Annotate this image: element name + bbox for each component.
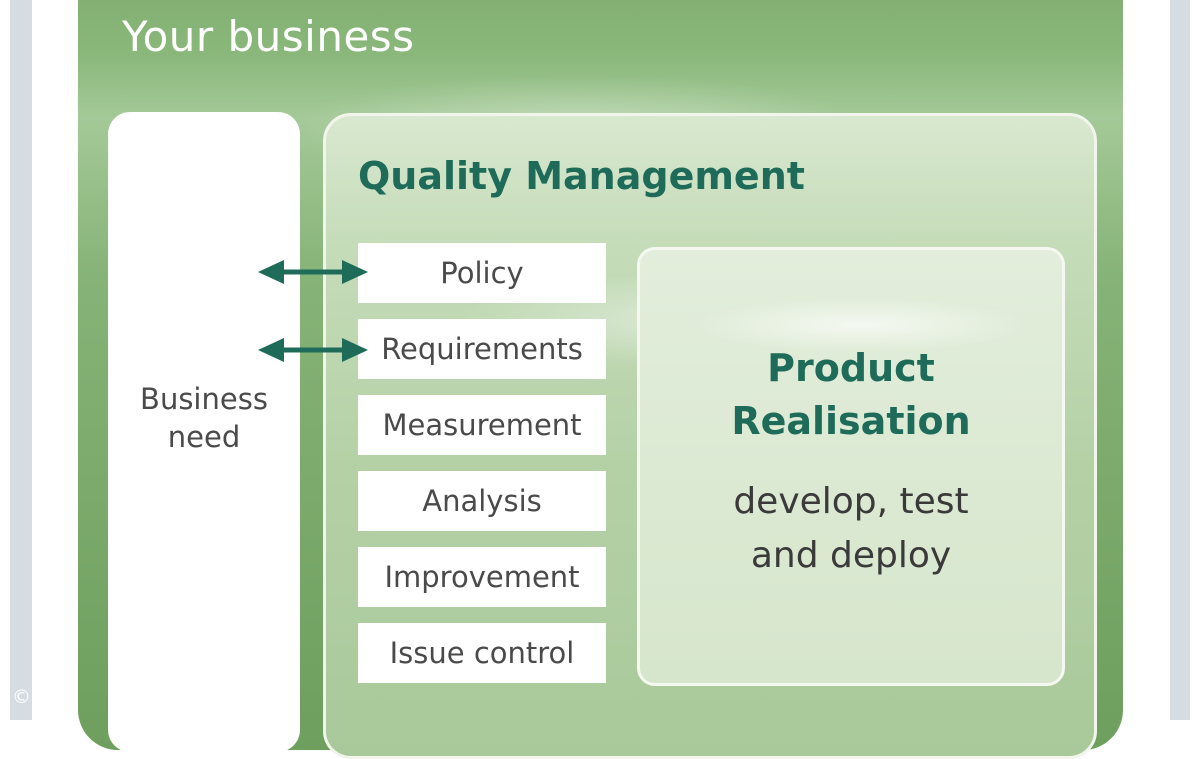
business-title: Your business bbox=[122, 12, 415, 61]
product-realisation-title: Product Realisation bbox=[731, 346, 971, 443]
right-side-strip bbox=[1170, 0, 1190, 720]
product-realisation-box: Product Realisation develop, test and de… bbox=[637, 247, 1065, 686]
business-need-label: Business need bbox=[140, 382, 268, 454]
qm-item-measurement: Measurement bbox=[358, 395, 606, 455]
qm-item-policy: Policy bbox=[358, 243, 606, 303]
product-realisation-subtitle: develop, test and deploy bbox=[733, 481, 969, 576]
left-side-strip bbox=[10, 0, 32, 720]
double-arrow-icon bbox=[258, 260, 368, 284]
business-need-box: Business need bbox=[108, 112, 300, 752]
qm-item-requirements: Requirements bbox=[358, 319, 606, 379]
double-arrow-icon bbox=[258, 338, 368, 362]
quality-management-title: Quality Management bbox=[358, 154, 805, 198]
copyright-label: © SQS bbox=[12, 686, 77, 708]
qm-item-issue-control: Issue control bbox=[358, 623, 606, 683]
qm-item-analysis: Analysis bbox=[358, 471, 606, 531]
qm-item-improvement: Improvement bbox=[358, 547, 606, 607]
